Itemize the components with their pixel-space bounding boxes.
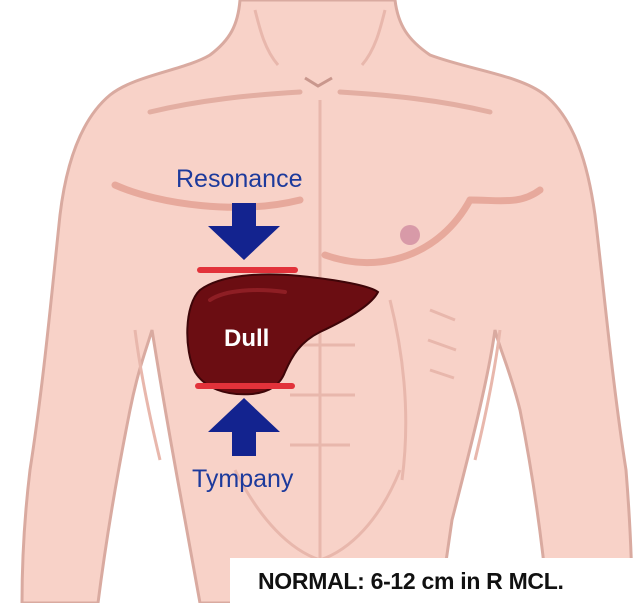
resonance-label: Resonance: [176, 165, 302, 194]
tympany-label: Tympany: [192, 465, 293, 494]
nipple-right: [400, 225, 420, 245]
dull-label: Dull: [224, 325, 269, 353]
normal-span-caption: NORMAL: 6-12 cm in R MCL.: [258, 568, 564, 595]
